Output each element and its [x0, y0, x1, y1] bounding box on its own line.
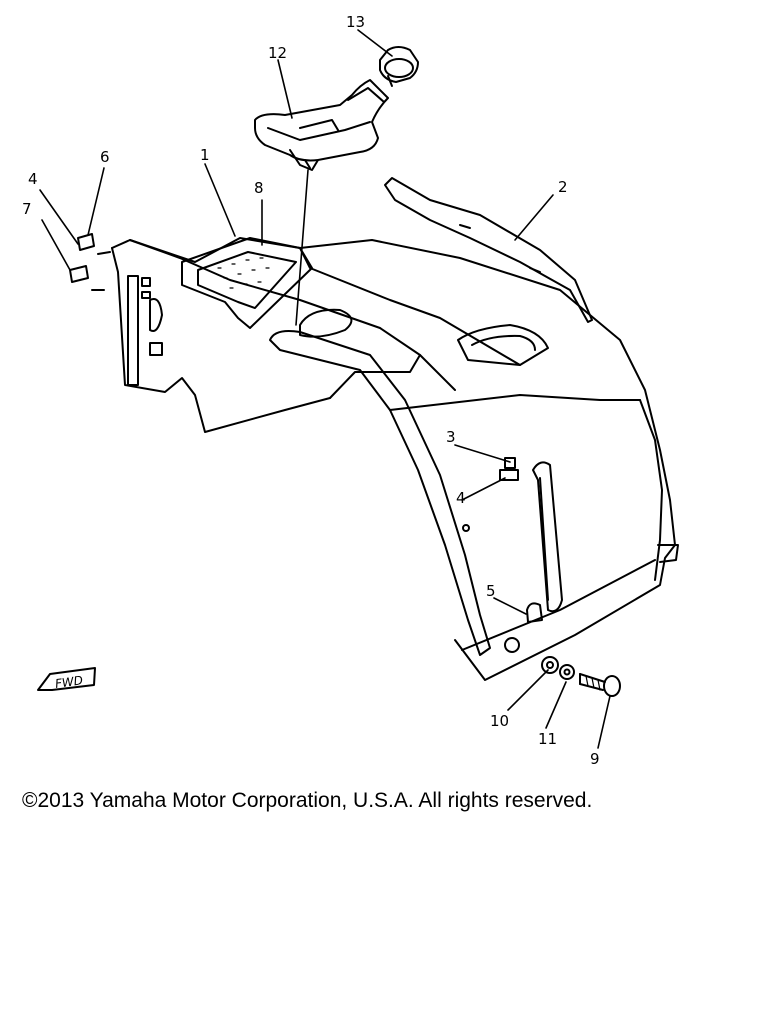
fender-body: [111, 237, 679, 681]
grommet-part-5: [526, 602, 543, 623]
leader-lines: [39, 29, 611, 749]
callout-13: 13: [346, 13, 365, 31]
callout-7: 7: [22, 200, 32, 218]
callout-4-left: 4: [28, 170, 38, 188]
fwd-arrow: [37, 667, 96, 691]
filler-cap: [379, 46, 419, 87]
callout-2: 2: [558, 178, 568, 196]
strip-part: [384, 177, 593, 323]
callout-10: 10: [490, 712, 509, 730]
callout-4-right: 4: [456, 489, 466, 507]
callout-11: 11: [538, 730, 557, 748]
callout-12: 12: [268, 44, 287, 62]
seat-pad: [181, 237, 313, 329]
callout-8: 8: [254, 179, 264, 197]
callout-labels: 1 2 3 4 5 6 4 7 8 9 10 11 12 13 FWD: [22, 13, 600, 768]
callout-9: 9: [590, 750, 600, 768]
callout-1: 1: [200, 146, 210, 164]
copyright-notice: ©2013 Yamaha Motor Corporation, U.S.A. A…: [22, 789, 593, 812]
callout-3: 3: [446, 428, 456, 446]
fwd-label: FWD: [54, 673, 84, 691]
parts-diagram: 1 2 3 4 5 6 4 7 8 9 10 11 12 13 FWD: [22, 13, 679, 768]
fastener-set: [504, 637, 621, 697]
trim-molding: [269, 330, 491, 656]
callout-5: 5: [486, 582, 496, 600]
clip-part: [499, 457, 519, 481]
callout-6: 6: [100, 148, 110, 166]
filler-neck: [254, 79, 389, 171]
